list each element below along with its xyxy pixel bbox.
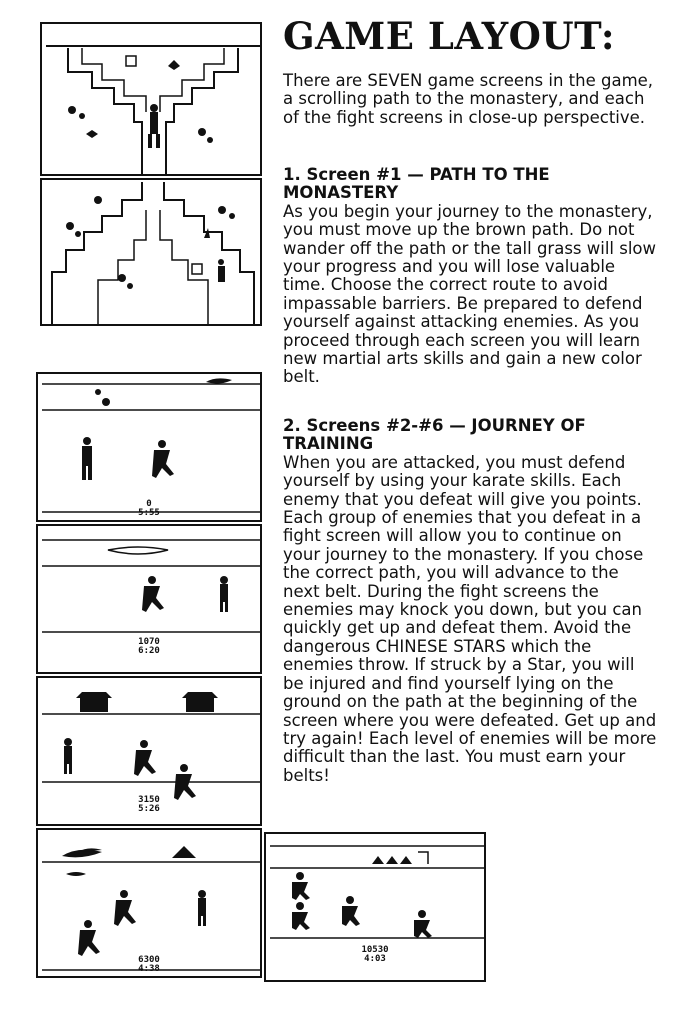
page-title: GAME LAYOUT:: [283, 14, 616, 58]
timer: 5:55: [138, 508, 160, 518]
timer: 5:26: [138, 804, 160, 814]
score: 1070: [138, 637, 160, 647]
screen-5-fight: 6300 4:38: [36, 828, 262, 978]
intro-paragraph: There are SEVEN game screens in the game…: [283, 71, 654, 127]
section-2-heading: 2. Screens #2-#6 — JOURNEY OF TRAINING: [283, 416, 586, 454]
score: 6300: [138, 955, 160, 965]
screen-1-path-top: [40, 22, 262, 176]
scoreboard-5: 6300 4:38: [38, 956, 260, 974]
score: 0: [146, 499, 152, 509]
fight-scene-4: [42, 692, 260, 800]
intro-text-block: There are SEVEN game screens in the game…: [283, 71, 659, 127]
section-2-body: When you are attacked, you must defend y…: [283, 452, 657, 785]
section-2: 2. Screens #2-#6 — JOURNEY OF TRAINING W…: [283, 416, 659, 785]
scoreboard-4: 3150 5:26: [38, 796, 260, 814]
path-map-bottom: [51, 182, 255, 324]
screen-4-fight: 3150 5:26: [36, 676, 262, 826]
screen-2-fight: 0 5:55: [36, 372, 262, 522]
screen-3-fight: 1070 6:20: [36, 524, 262, 674]
fight-scene-6: [270, 845, 484, 939]
section-1: 1. Screen #1 — PATH TO THE MONASTERY As …: [283, 165, 659, 387]
score: 3150: [138, 795, 160, 805]
score: 10530: [361, 945, 389, 955]
scoreboard-2: 0 5:55: [38, 500, 260, 518]
section-1-body: As you begin your journey to the monaste…: [283, 201, 657, 387]
path-map-top: [46, 45, 260, 174]
screen-1-path-bottom: [40, 178, 262, 326]
timer: 4:03: [364, 954, 386, 964]
scoreboard-6: 10530 4:03: [266, 946, 484, 964]
timer: 6:20: [138, 646, 160, 656]
timer: 4:38: [138, 964, 160, 974]
fight-scene-3: [42, 539, 260, 633]
fight-scene-5: [42, 846, 260, 971]
fight-scene-2: [42, 378, 260, 513]
scoreboard-3: 1070 6:20: [38, 638, 260, 656]
screen-6-fight: 10530 4:03: [264, 832, 486, 982]
section-1-heading: 1. Screen #1 — PATH TO THE MONASTERY: [283, 165, 550, 203]
